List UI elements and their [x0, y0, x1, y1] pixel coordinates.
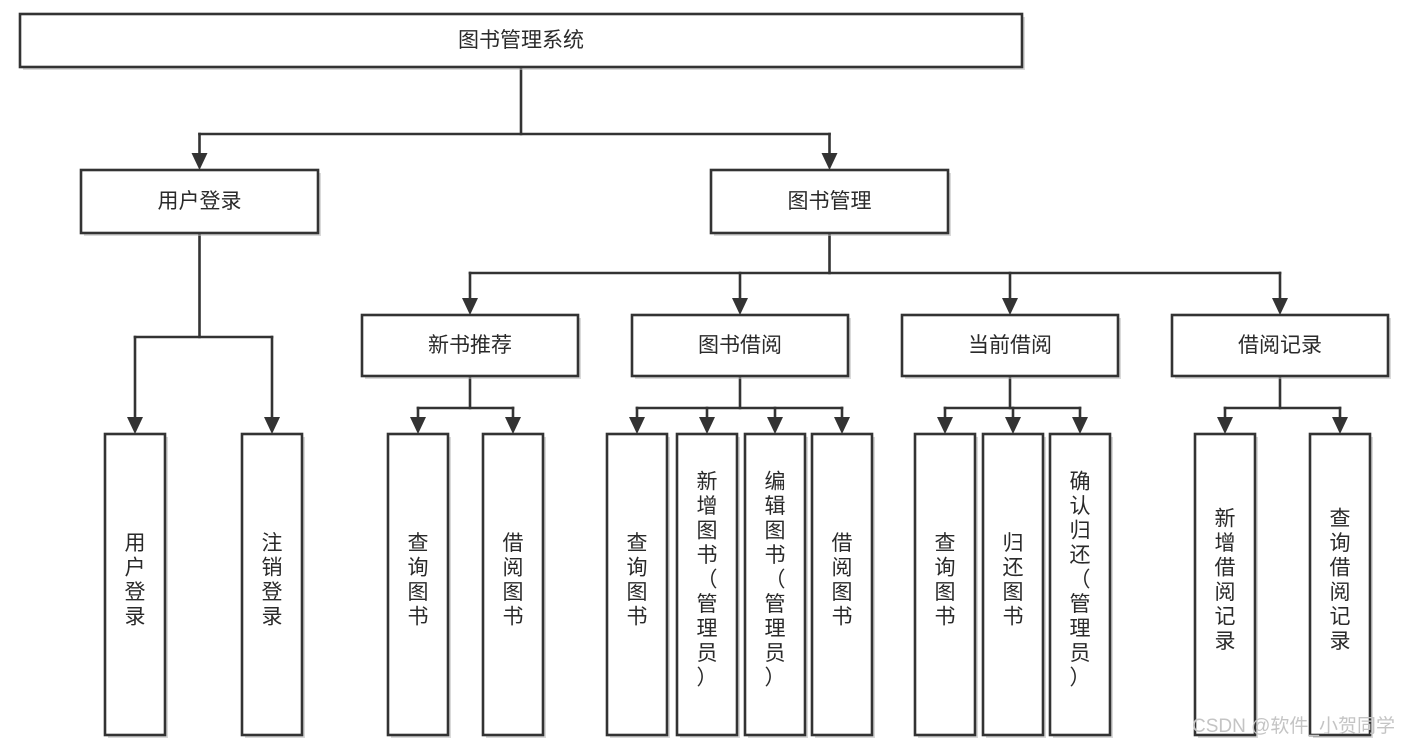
node-rect[interactable] — [79, 168, 320, 235]
node-label: 查询图书 — [408, 532, 429, 629]
node-leaf-add-book[interactable]: 新增图书（管理员） — [675, 432, 740, 738]
connector-user-login-to-leaves — [127, 231, 280, 434]
node-label: 新增图书（管理员） — [697, 471, 718, 690]
node-rect[interactable] — [1048, 432, 1112, 737]
node-rect[interactable] — [743, 432, 807, 737]
node-leaf-borrow-book-2[interactable]: 借阅图书 — [810, 432, 875, 738]
arrow-head-icon — [410, 417, 426, 434]
node-rect[interactable] — [675, 432, 739, 737]
node-leaf-borrow-book-1[interactable]: 借阅图书 — [481, 432, 546, 738]
node-rect[interactable] — [18, 12, 1024, 69]
node-new-book-recommend[interactable]: 新书推荐 — [360, 313, 581, 379]
node-rect[interactable] — [103, 432, 167, 737]
node-label: 新增借阅记录 — [1215, 507, 1236, 653]
node-label: 注销登录 — [262, 532, 283, 629]
node-rect[interactable] — [900, 313, 1120, 378]
connector-new-book-recommend-to-leaves — [410, 374, 521, 434]
arrow-head-icon — [191, 153, 208, 170]
node-label: 编辑图书（管理员） — [765, 471, 786, 690]
node-label: 借阅记录 — [1238, 334, 1322, 357]
arrow-head-icon — [1072, 417, 1088, 434]
arrow-head-icon — [937, 417, 953, 434]
csdn-watermark: CSDN @软件_小贺同学 — [1192, 715, 1395, 737]
node-label: 图书借阅 — [698, 334, 782, 357]
node-rect[interactable] — [981, 432, 1045, 737]
arrow-head-icon — [462, 298, 478, 315]
node-leaf-query-book-3[interactable]: 查询图书 — [913, 432, 978, 738]
node-label: 确认归还（管理员） — [1070, 471, 1091, 690]
watermark-layer: CSDN @软件_小贺同学 — [1192, 715, 1395, 737]
arrow-head-icon — [834, 417, 850, 434]
node-label: 查询图书 — [627, 532, 648, 629]
arrow-head-icon — [505, 417, 521, 434]
arrow-head-icon — [767, 417, 783, 434]
node-rect[interactable] — [360, 313, 580, 378]
node-book-management[interactable]: 图书管理 — [709, 168, 951, 236]
node-label: 当前借阅 — [968, 334, 1052, 357]
node-rect[interactable] — [240, 432, 304, 737]
node-user-login[interactable]: 用户登录 — [79, 168, 321, 236]
connector-borrow-record-to-leaves — [1217, 374, 1348, 434]
node-leaf-query-record[interactable]: 查询借阅记录 — [1308, 432, 1373, 738]
node-leaf-edit-book[interactable]: 编辑图书（管理员） — [743, 432, 808, 738]
node-label: 归还图书 — [1003, 532, 1024, 629]
node-rect[interactable] — [1193, 432, 1257, 737]
node-label: 用户登录 — [158, 190, 242, 213]
node-label: 图书管理系统 — [458, 29, 584, 52]
node-label: 借阅图书 — [503, 532, 524, 629]
arrow-head-icon — [1332, 417, 1348, 434]
node-rect[interactable] — [481, 432, 545, 737]
node-leaf-query-book-2[interactable]: 查询图书 — [605, 432, 670, 738]
node-rect[interactable] — [386, 432, 450, 737]
node-leaf-user-login[interactable]: 用户登录 — [103, 432, 168, 738]
node-leaf-confirm-return[interactable]: 确认归还（管理员） — [1048, 432, 1113, 738]
node-borrow-record[interactable]: 借阅记录 — [1170, 313, 1391, 379]
arrow-head-icon — [821, 153, 838, 170]
node-leaf-add-record[interactable]: 新增借阅记录 — [1193, 432, 1258, 738]
connector-root-to-level2 — [191, 65, 838, 170]
arrow-head-icon — [264, 417, 280, 434]
node-label: 借阅图书 — [832, 532, 853, 629]
arrow-head-icon — [1217, 417, 1233, 434]
node-rect[interactable] — [1308, 432, 1372, 737]
node-rect[interactable] — [605, 432, 669, 737]
node-current-borrow[interactable]: 当前借阅 — [900, 313, 1121, 379]
arrow-head-icon — [732, 298, 748, 315]
node-root[interactable]: 图书管理系统 — [18, 12, 1025, 70]
node-rect[interactable] — [913, 432, 977, 737]
node-label: 新书推荐 — [428, 334, 512, 357]
node-leaf-logout[interactable]: 注销登录 — [240, 432, 305, 738]
arrow-head-icon — [1272, 298, 1288, 315]
node-layer: 图书管理系统用户登录图书管理新书推荐图书借阅当前借阅借阅记录用户登录注销登录查询… — [18, 12, 1391, 738]
arrow-head-icon — [1002, 298, 1018, 315]
arrow-head-icon — [699, 417, 715, 434]
connector-layer — [127, 65, 1348, 434]
connector-book-borrow-to-leaves — [629, 374, 850, 434]
node-leaf-return-book[interactable]: 归还图书 — [981, 432, 1046, 738]
arrow-head-icon — [127, 417, 143, 434]
node-rect[interactable] — [630, 313, 850, 378]
node-label: 用户登录 — [125, 532, 146, 629]
node-rect[interactable] — [810, 432, 874, 737]
connector-book-management-to-level3 — [462, 231, 1288, 315]
node-label: 图书管理 — [788, 190, 872, 213]
node-leaf-query-book-1[interactable]: 查询图书 — [386, 432, 451, 738]
node-rect[interactable] — [1170, 313, 1390, 378]
connector-current-borrow-to-leaves — [937, 374, 1088, 434]
node-rect[interactable] — [709, 168, 950, 235]
arrow-head-icon — [1005, 417, 1021, 434]
node-book-borrow[interactable]: 图书借阅 — [630, 313, 851, 379]
node-label: 查询图书 — [935, 532, 956, 629]
node-label: 查询借阅记录 — [1330, 507, 1351, 653]
arrow-head-icon — [629, 417, 645, 434]
